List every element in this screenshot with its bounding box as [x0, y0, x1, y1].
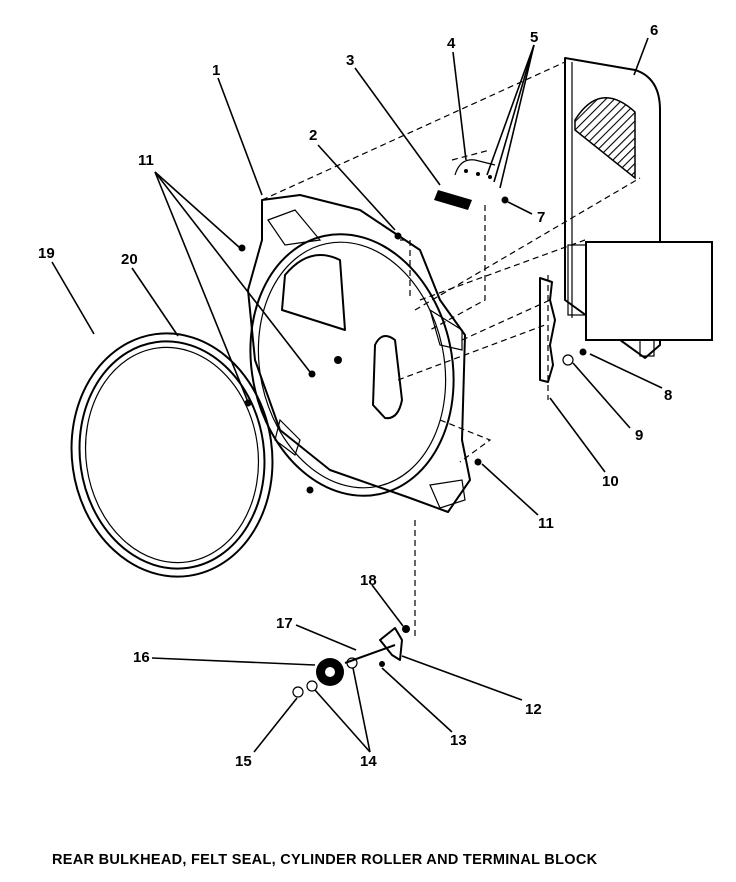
callout-16: 16 — [133, 649, 150, 666]
callout-4: 4 — [447, 35, 456, 52]
label-placeholder-box — [585, 241, 713, 341]
callout-18: 18 — [360, 572, 377, 589]
callout-1: 1 — [212, 62, 220, 79]
callout-9: 9 — [635, 427, 643, 444]
callout-19: 19 — [38, 245, 55, 262]
terminal-block — [434, 159, 496, 210]
callout-14: 14 — [360, 753, 377, 770]
callout-11-upper: 11 — [138, 152, 154, 169]
leader-lines — [51, 37, 663, 753]
callout-5: 5 — [530, 29, 538, 46]
hardware-screws — [238, 196, 587, 494]
callout-20: 20 — [121, 251, 138, 268]
cylinder-roller-assembly — [292, 625, 410, 698]
callout-7: 7 — [537, 209, 545, 226]
callout-12: 12 — [525, 701, 542, 718]
diagram-caption: REAR BULKHEAD, FELT SEAL, CYLINDER ROLLE… — [52, 852, 598, 868]
callout-13: 13 — [450, 732, 467, 749]
rear-panel — [564, 57, 661, 359]
callout-2: 2 — [309, 127, 317, 144]
callout-3: 3 — [346, 52, 354, 69]
callout-6: 6 — [650, 22, 658, 39]
callout-labels: 1 2 3 4 5 6 7 8 9 10 11 11 12 13 14 15 1… — [38, 22, 672, 770]
callout-15: 15 — [235, 753, 252, 770]
terminal-bracket — [539, 277, 556, 383]
callout-17: 17 — [276, 615, 293, 632]
rear-bulkhead — [247, 194, 471, 513]
callout-10: 10 — [602, 473, 619, 490]
callout-8: 8 — [664, 387, 672, 404]
felt-seal — [70, 332, 274, 578]
callout-11-lower: 11 — [538, 515, 554, 532]
